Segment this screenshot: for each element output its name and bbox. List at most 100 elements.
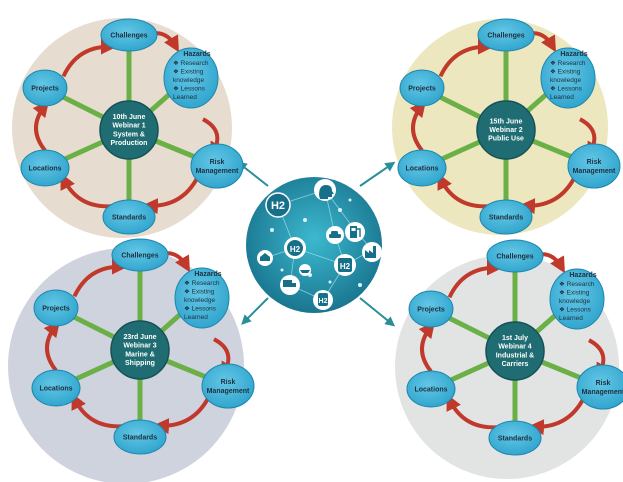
hazards-item: ❖ Lessons xyxy=(559,307,592,314)
cycle-arrow-1 xyxy=(61,38,117,78)
webinar-date: 23rd June xyxy=(123,334,156,341)
standards-node: Standards xyxy=(113,419,167,455)
hydrogen-hub-graphic: H2 H2 H2 xyxy=(246,177,382,313)
standards-label: Standards xyxy=(489,215,523,222)
webinar-date: 1st July xyxy=(502,335,528,342)
hazards-item: Learned xyxy=(550,94,574,101)
cycle-arrow-4 xyxy=(527,397,586,436)
hazards-item: ❖ Research xyxy=(559,281,595,288)
locations-label: Locations xyxy=(414,387,447,394)
house-icon xyxy=(257,250,273,266)
risk-label-line-2: Management xyxy=(582,389,623,396)
hazards-item: knowledge xyxy=(184,297,215,304)
factory-icon xyxy=(362,242,382,262)
cycle-arrow-4 xyxy=(152,396,211,435)
hazards-item: ❖ Existing xyxy=(550,69,581,76)
webinar-topic: Production xyxy=(111,140,148,147)
risk-label-line-1: Risk xyxy=(587,159,602,166)
h2-bottle-icon: H2 xyxy=(313,290,333,310)
h2-molecule-icon: H2 xyxy=(265,192,291,218)
standards-label: Standards xyxy=(123,435,157,442)
risk-label-line-2: Management xyxy=(573,168,616,175)
cycle-arrow-1 xyxy=(72,258,128,298)
cycle-arrow-5 xyxy=(60,173,111,209)
hub-network-dots xyxy=(270,198,362,287)
hazards-item: Learned xyxy=(173,94,197,101)
hazards-item: ❖ Existing xyxy=(173,69,204,76)
webinar-topic: Public Use xyxy=(488,136,524,143)
risk-label-line-1: Risk xyxy=(221,379,236,386)
hazards-item: knowledge xyxy=(550,77,581,84)
h2-station-icon: H2 xyxy=(284,237,306,259)
svg-text:H2: H2 xyxy=(290,245,301,254)
cycle-arrow-6 xyxy=(409,100,427,152)
fuel-pump-icon xyxy=(345,222,365,242)
arrow-to-webinar-4 xyxy=(359,297,396,327)
cycle-arrow-6 xyxy=(43,320,61,372)
svg-text:H2: H2 xyxy=(340,262,351,271)
webinar-topic: Shipping xyxy=(125,360,155,367)
webinar-topic: Carriers xyxy=(502,361,529,368)
hazards-item: Learned xyxy=(184,314,208,321)
challenges-label: Challenges xyxy=(496,254,533,261)
head-icon xyxy=(314,179,336,201)
hazards-node: Hazards❖ Research❖ Existing knowledge❖ L… xyxy=(163,47,219,109)
locations-node: Locations xyxy=(20,149,70,187)
projects-label: Projects xyxy=(408,86,436,93)
hazards-title: Hazards xyxy=(194,271,221,278)
projects-node: Projects xyxy=(399,69,445,107)
cycle-arrow-6 xyxy=(418,321,436,373)
standards-node: Standards xyxy=(102,199,156,235)
projects-node: Projects xyxy=(22,69,68,107)
hazards-item: ❖ Lessons xyxy=(173,86,206,93)
webinar-topic: Marine & xyxy=(125,351,155,358)
cycle-arrow-4 xyxy=(518,176,577,215)
standards-node: Standards xyxy=(479,199,533,235)
hazards-item: ❖ Research xyxy=(173,60,209,67)
hazards-item: knowledge xyxy=(559,298,590,305)
risk-label-line-1: Risk xyxy=(210,159,225,166)
truck-icon xyxy=(280,275,300,295)
projects-node: Projects xyxy=(408,290,454,328)
webinar-title: Webinar 3 xyxy=(123,343,156,350)
locations-node: Locations xyxy=(406,370,456,408)
challenges-label: Challenges xyxy=(121,253,158,260)
hazards-title: Hazards xyxy=(569,272,596,279)
webinar-date: 15th June xyxy=(490,118,523,125)
quadrants-layer: ChallengesProjectsLocationsStandardsRisk… xyxy=(8,18,623,482)
arrow-to-webinar-1 xyxy=(236,161,269,187)
hub-connector-arrows xyxy=(236,161,396,327)
hazards-title: Hazards xyxy=(183,51,210,58)
challenges-node: Challenges xyxy=(477,18,535,52)
webinar-4-quadrant: ChallengesProjectsLocationsStandardsRisk… xyxy=(395,239,623,479)
hazards-title: Hazards xyxy=(560,51,587,58)
car-icon xyxy=(326,226,344,244)
cycle-arrow-4 xyxy=(141,176,200,215)
challenges-node: Challenges xyxy=(486,239,544,273)
hazards-node: Hazards❖ Research❖ Existing knowledge❖ L… xyxy=(174,267,230,329)
risk-label-line-2: Management xyxy=(196,168,239,175)
challenges-label: Challenges xyxy=(487,33,524,40)
hazards-item: ❖ Lessons xyxy=(184,306,217,313)
locations-label: Locations xyxy=(28,166,61,173)
locations-node: Locations xyxy=(31,369,81,407)
h2-tank-icon: H2 xyxy=(334,254,356,276)
webinar-date: 10th June xyxy=(113,114,146,121)
ship-icon xyxy=(299,264,311,276)
arrow-to-webinar-2 xyxy=(359,161,396,187)
cycle-arrow-5 xyxy=(437,173,488,209)
projects-node: Projects xyxy=(33,289,79,327)
projects-label: Projects xyxy=(31,86,59,93)
locations-label: Locations xyxy=(405,166,438,173)
locations-node: Locations xyxy=(397,149,447,187)
